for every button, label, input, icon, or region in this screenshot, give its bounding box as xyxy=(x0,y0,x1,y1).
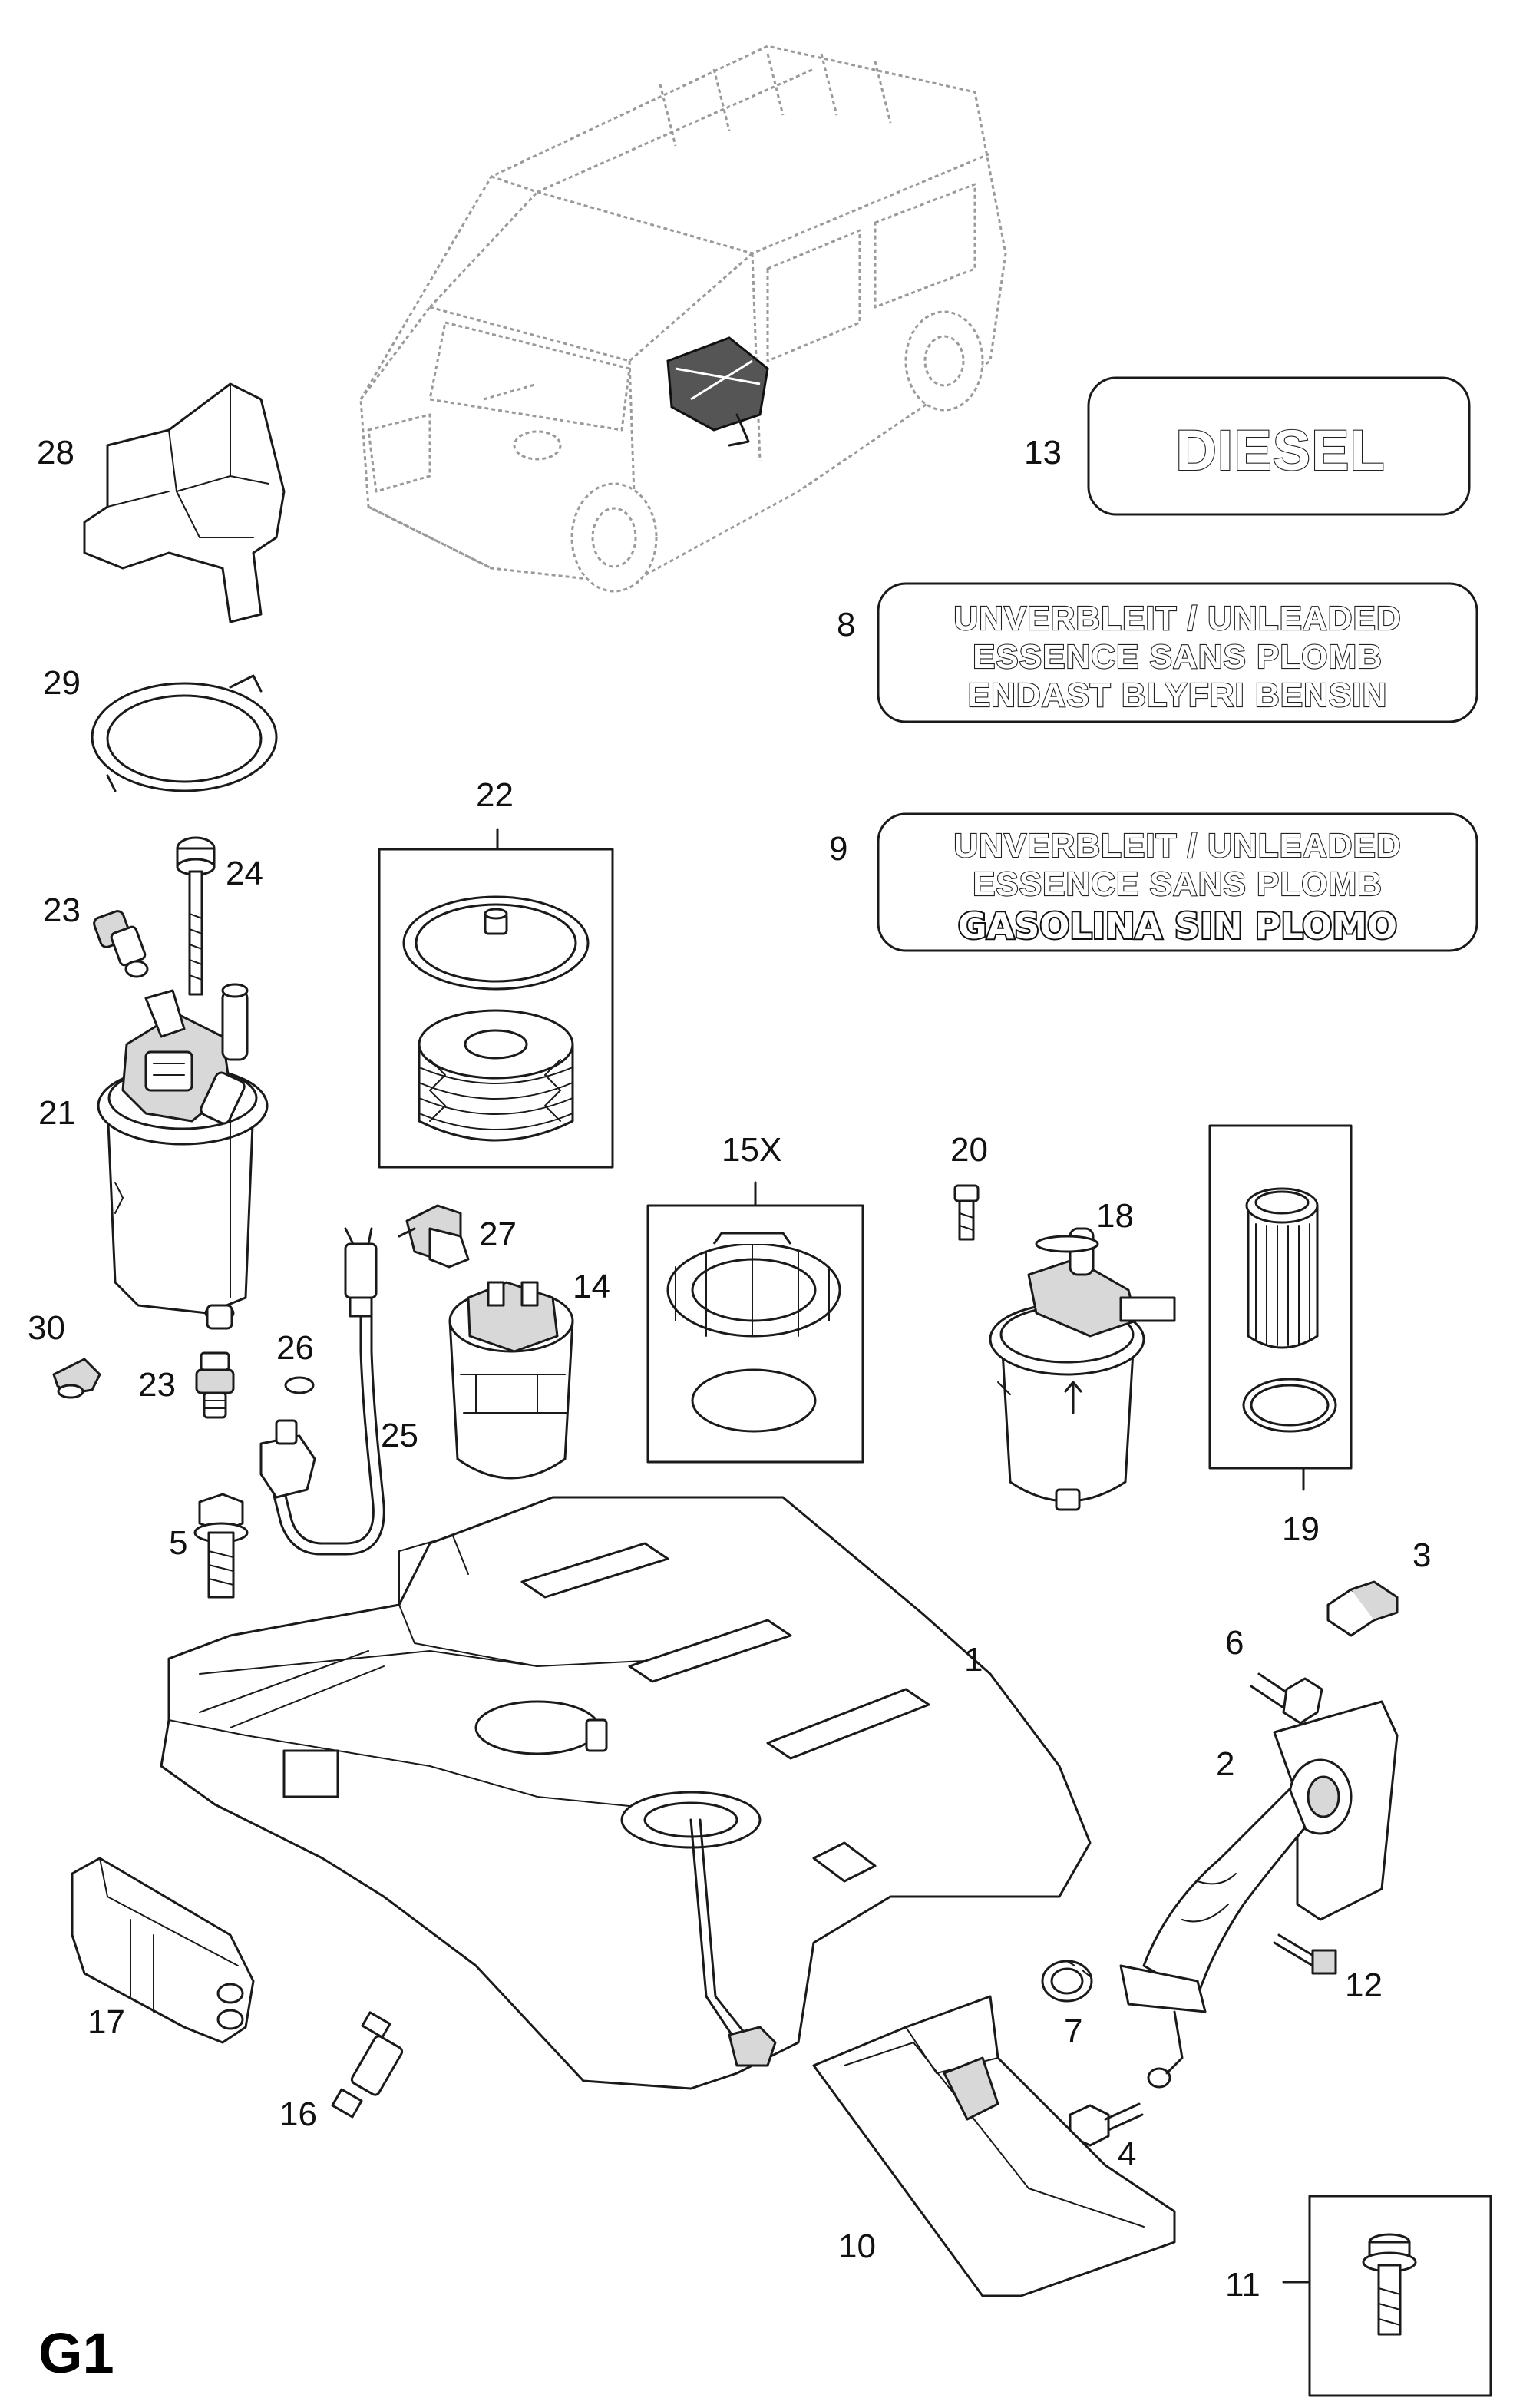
part-29-clamp-ring xyxy=(91,674,278,792)
callout-1: 1 xyxy=(964,1641,983,1679)
part-16-inline-filter xyxy=(331,2011,404,2119)
part-20-screw xyxy=(953,1184,980,1241)
callout-15x: 15X xyxy=(722,1131,781,1169)
callout-3: 3 xyxy=(1412,1536,1431,1574)
callout-6: 6 xyxy=(1225,1624,1244,1662)
unleaded-text-line2: ESSENCE SANS PLOMB xyxy=(973,638,1383,676)
callout-9: 9 xyxy=(829,830,847,868)
part-23-fitting-lower xyxy=(195,1351,235,1419)
callout-16: 16 xyxy=(279,2095,317,2133)
diagram-code: G1 xyxy=(38,2321,114,2385)
part-27-connector xyxy=(398,1204,470,1268)
callout-5: 5 xyxy=(169,1524,187,1562)
callout-10: 10 xyxy=(838,2228,876,2265)
part-26-o-ring xyxy=(284,1376,315,1394)
callout-28: 28 xyxy=(37,434,74,471)
callout-27: 27 xyxy=(479,1216,517,1253)
callout-19: 19 xyxy=(1282,1510,1320,1548)
part-21-filter-housing xyxy=(97,983,269,1330)
callout-24: 24 xyxy=(226,855,263,892)
part-22-filter-kit xyxy=(378,828,614,1169)
unleaded-9-text-line3: GASOLINA SIN PLOMO xyxy=(958,905,1397,947)
part-23-fitting-upper xyxy=(93,910,149,978)
van-illustration xyxy=(359,45,1007,593)
callout-30: 30 xyxy=(28,1309,65,1347)
part-14-fuel-pump xyxy=(448,1281,574,1480)
callout-23-upper: 23 xyxy=(43,891,81,929)
callout-12: 12 xyxy=(1345,1966,1383,2004)
unleaded-text-line3: ENDAST BLYFRI BENSIN xyxy=(968,676,1387,714)
callout-25: 25 xyxy=(381,1417,418,1454)
part-17-canister xyxy=(71,1857,255,2044)
callout-4: 4 xyxy=(1118,2135,1136,2173)
callout-21: 21 xyxy=(38,1094,76,1132)
part-24-long-bolt xyxy=(176,836,216,996)
callout-20: 20 xyxy=(950,1131,988,1169)
unleaded-9-text-line1: UNVERBLEIT / UNLEADED xyxy=(953,827,1401,865)
part-2-filler-neck xyxy=(1119,1700,1399,2089)
callout-14: 14 xyxy=(573,1268,610,1305)
part-6-bolt xyxy=(1250,1672,1323,1725)
part-28-shield xyxy=(83,382,286,624)
callout-17: 17 xyxy=(88,2003,125,2041)
diesel-label-plate: DIESEL xyxy=(1087,376,1471,516)
part-1-fuel-tank xyxy=(160,1496,1092,2090)
part-12-screw xyxy=(1273,1933,1337,1975)
unleaded-label-plate-9: UNVERBLEIT / UNLEADED ESSENCE SANS PLOMB… xyxy=(877,812,1478,952)
part-11-bolt-box xyxy=(1282,2195,1492,2397)
part-3-clip xyxy=(1326,1580,1399,1637)
part-5-bolt xyxy=(193,1493,249,1599)
part-15x-ring-kit xyxy=(646,1181,864,1464)
unleaded-label-plate-8: UNVERBLEIT / UNLEADED ESSENCE SANS PLOMB… xyxy=(877,582,1478,723)
unleaded-9-text-line2: ESSENCE SANS PLOMB xyxy=(973,865,1383,903)
unleaded-text-line1: UNVERBLEIT / UNLEADED xyxy=(953,600,1401,637)
callout-22: 22 xyxy=(476,776,514,814)
part-25-fuel-line xyxy=(259,1227,385,1556)
callout-18: 18 xyxy=(1096,1197,1134,1235)
callout-26: 26 xyxy=(276,1329,314,1367)
callout-11: 11 xyxy=(1225,2266,1260,2304)
diesel-text: DIESEL xyxy=(1175,418,1385,482)
callout-23-lower: 23 xyxy=(138,1366,176,1404)
part-19-filter-kit xyxy=(1208,1124,1353,1491)
callout-29: 29 xyxy=(43,664,81,702)
part-10-skid-plate xyxy=(812,1995,1176,2297)
part-30-sensor xyxy=(52,1358,101,1399)
part-7-hose-clamp xyxy=(1041,1960,1093,2003)
part-18-filter xyxy=(989,1227,1176,1511)
callout-7: 7 xyxy=(1064,2013,1082,2050)
callout-8: 8 xyxy=(837,606,855,643)
callout-13: 13 xyxy=(1024,434,1062,471)
callout-2: 2 xyxy=(1216,1745,1234,1783)
